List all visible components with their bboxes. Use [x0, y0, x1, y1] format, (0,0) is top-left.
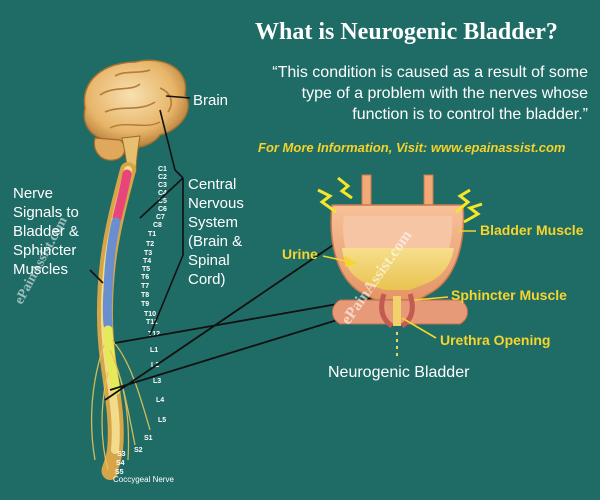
page-title: What is Neurogenic Bladder? — [255, 19, 558, 45]
nerve-signals-leader — [89, 269, 104, 284]
vertebra-label-l5: L5 — [158, 417, 166, 424]
vertebra-label-c6: C6 — [158, 206, 167, 213]
vertebra-label-c8: C8 — [153, 222, 162, 229]
urine-leader-head — [344, 255, 357, 268]
signal-arrow-3 — [104, 219, 371, 401]
vertebra-label-s2: S2 — [134, 447, 143, 454]
vertebra-label-l3: L3 — [153, 378, 161, 385]
bladder-muscle-label: Bladder Muscle — [480, 222, 584, 238]
vertebra-label-t2: T2 — [146, 241, 154, 248]
vertebra-label-t12: T12 — [148, 331, 160, 338]
cns-leader-brain — [159, 109, 184, 179]
vertebra-label-t5: T5 — [142, 266, 150, 273]
vertebra-label-c5: C5 — [158, 198, 167, 205]
vertebra-label-s5: S5 — [115, 469, 124, 476]
vertebra-label-c3: C3 — [158, 182, 167, 189]
vertebra-label-t4: T4 — [143, 258, 151, 265]
lightning-bolt-right-icon — [455, 188, 471, 214]
lightning-bolt-right2-icon — [463, 202, 483, 224]
urine-label: Urine — [282, 246, 318, 262]
coccygeal-nerve-label: Coccygeal Nerve — [113, 475, 174, 484]
vertebra-label-t3: T3 — [144, 250, 152, 257]
vertebra-label-t6: T6 — [141, 274, 149, 281]
cns-leader-spine-bottom — [149, 178, 184, 336]
lightning-bolt-left2-icon — [337, 176, 353, 200]
brain-label: Brain — [193, 92, 229, 109]
vertebra-label-s1: S1 — [144, 435, 153, 442]
cns-label: Central Nervous System (Brain & Spinal C… — [188, 176, 244, 288]
vertebra-label-s4: S4 — [116, 460, 125, 467]
vertebra-label-l1: L1 — [150, 347, 158, 354]
brain-graphic — [83, 59, 189, 173]
urethra-opening-label: Urethra Opening — [440, 332, 551, 348]
vertebra-label-s3: S3 — [117, 451, 126, 458]
spinal-column-graphic — [90, 162, 151, 480]
vertebra-label-t11: T11 — [146, 319, 158, 326]
lightning-bolt-left-icon — [317, 188, 337, 214]
vertebra-label-t1: T1 — [148, 231, 156, 238]
more-info-link[interactable]: For More Information, Visit: www.epainas… — [258, 140, 566, 155]
vertebra-label-c7: C7 — [156, 214, 165, 221]
definition-quote: “This condition is caused as a result of… — [272, 64, 588, 123]
vertebra-label-t9: T9 — [141, 301, 149, 308]
urethra-leader — [401, 317, 437, 339]
sphincter-leader — [413, 296, 449, 301]
neurogenic-bladder-caption: Neurogenic Bladder — [328, 364, 470, 381]
cns-leader-spine-top — [139, 177, 184, 219]
sphincter-muscle-label: Sphincter Muscle — [451, 287, 567, 303]
vertebra-label-t10: T10 — [144, 311, 156, 318]
nerve-signals-label: Nerve Signals to Bladder & Sphincter Mus… — [13, 185, 79, 278]
vertebra-label-c4: C4 — [158, 190, 167, 197]
vertebra-label-c2: C2 — [158, 174, 167, 181]
vertebra-label-c1: C1 — [158, 166, 167, 173]
brain-leader-line — [165, 95, 191, 99]
vertebra-label-l4: L4 — [156, 397, 164, 404]
vertebra-label-t7: T7 — [141, 283, 149, 290]
vertebra-labels: C1C2C3C4C5C6C7C8T1T2T3T4T5T6T7T8T9T10T11… — [115, 166, 167, 476]
vertebra-label-t8: T8 — [141, 292, 149, 299]
